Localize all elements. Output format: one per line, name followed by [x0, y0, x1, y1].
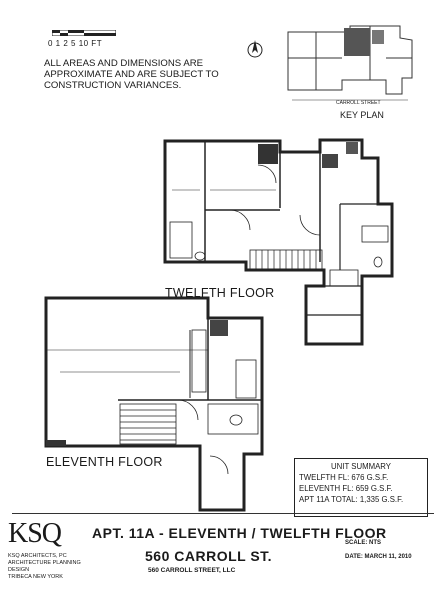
unit-summary-box: UNIT SUMMARY TWELFTH FL: 676 G.S.F. ELEV…: [294, 458, 428, 517]
total-area: APT 11A TOTAL: 1,335 G.S.F.: [299, 495, 404, 504]
firm-location: TRIBECA NEW YORK: [8, 574, 63, 580]
north-arrow-icon: [247, 40, 263, 58]
firm-logo: KSQ: [8, 518, 62, 549]
key-plan-drawing: [287, 25, 413, 101]
scale-bar: [52, 30, 116, 36]
eleventh-floor-plan: [44, 296, 264, 512]
twelfth-floor-area: TWELFTH FL: 676 G.S.F.: [299, 473, 389, 482]
eleventh-floor-label: ELEVENTH FLOOR: [46, 455, 163, 469]
sheet-owner: 560 CARROLL STREET, LLC: [148, 567, 236, 574]
twelfth-floor-label: TWELFTH FLOOR: [165, 286, 275, 300]
sheet-address: 560 CARROLL ST.: [145, 548, 273, 564]
title-block-divider: [12, 513, 434, 514]
date-note: DATE: MARCH 11, 2010: [345, 554, 412, 560]
scale-note: SCALE: NTS: [345, 540, 381, 546]
firm-tagline: ARCHITECTURE PLANNING DESIGN: [8, 560, 81, 573]
twelfth-floor-plan: [163, 138, 394, 346]
sheet-title: APT. 11A - ELEVENTH / TWELFTH FLOOR: [92, 525, 387, 541]
firm-name: KSQ ARCHITECTS, PC: [8, 553, 67, 559]
key-plan-label: KEY PLAN: [340, 110, 384, 120]
disclaimer-note: ALL AREAS AND DIMENSIONS ARE APPROXIMATE…: [44, 58, 219, 91]
firm-info: KSQ ARCHITECTS, PC ARCHITECTURE PLANNING…: [8, 553, 98, 581]
key-plan-street-label: CARROLL STREET: [336, 100, 381, 106]
scale-bar-labels: 0 1 2 5 10 FT: [48, 39, 103, 48]
eleventh-floor-area: ELEVENTH FL: 659 G.S.F.: [299, 484, 393, 493]
unit-summary-title: UNIT SUMMARY: [331, 462, 391, 471]
